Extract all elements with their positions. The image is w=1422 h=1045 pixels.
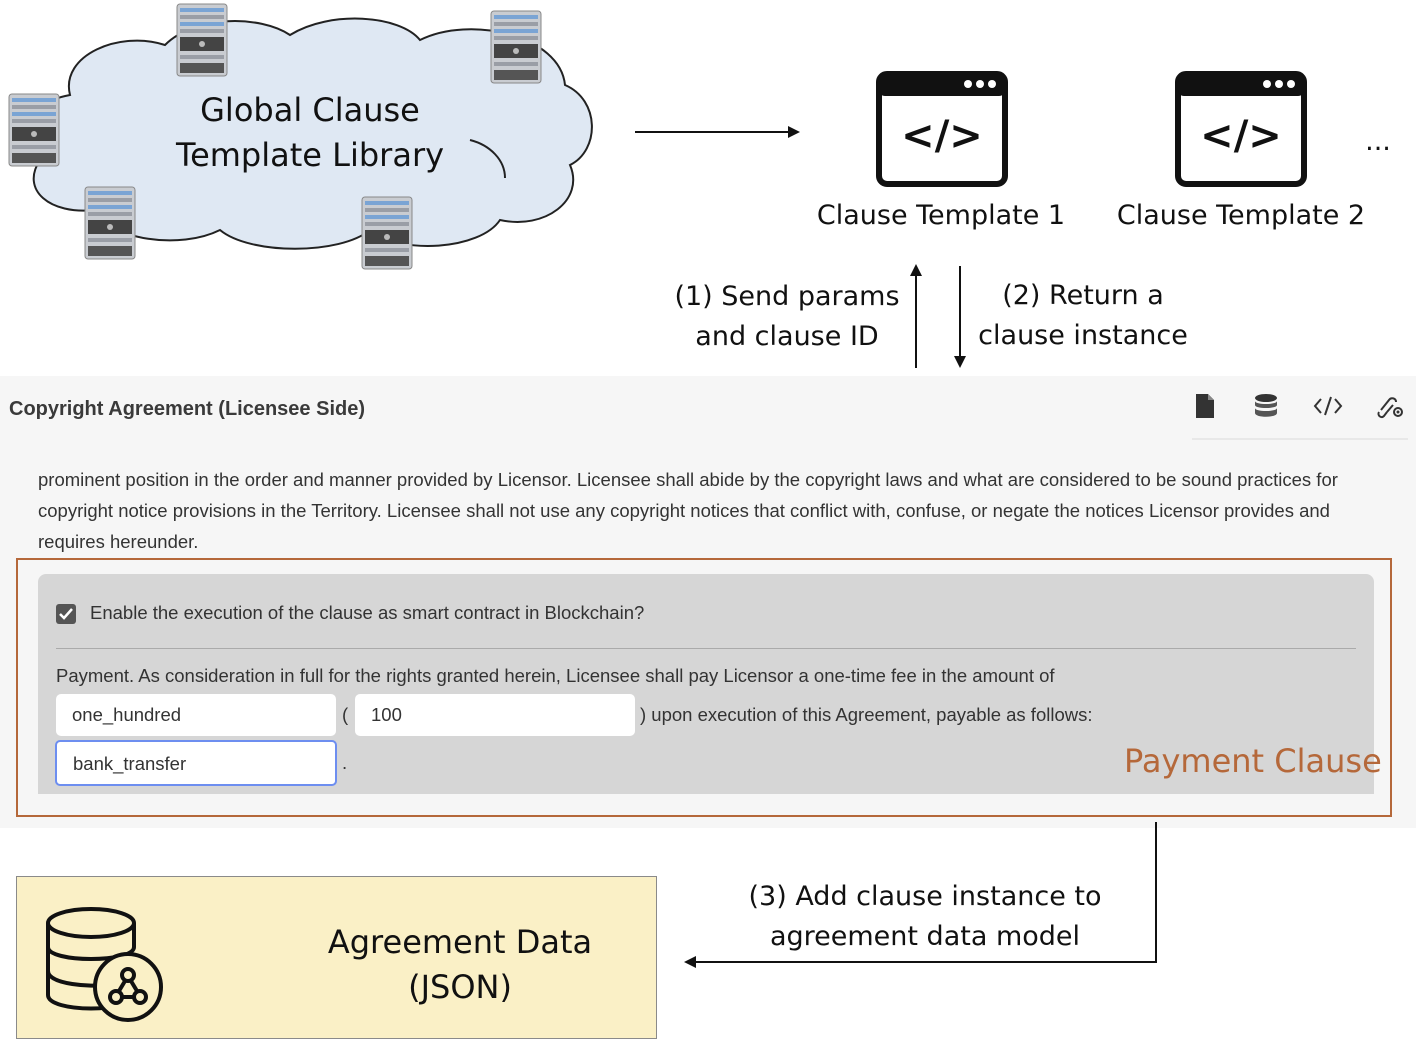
end-period: . — [342, 752, 348, 773]
agreement-body-text: prominent position in the order and mann… — [38, 469, 1338, 552]
template-label-1: Clause Template 1 — [816, 200, 1066, 231]
agreement-data-line2: (JSON) — [408, 968, 512, 1006]
after-amount-text: ) upon execution of this Agreement, paya… — [640, 704, 1093, 725]
payment-clause-label: Payment Clause — [1124, 742, 1382, 780]
more-indicator: ... — [1365, 126, 1391, 157]
cloud-title-line1: Global Clause — [200, 91, 420, 129]
agreement-data-line1: Agreement Data — [327, 923, 593, 961]
add-instance-label: (3) Add clause instance to agreement dat… — [740, 877, 1110, 957]
server-icon — [84, 186, 136, 260]
code-window-icon: </> — [1175, 71, 1307, 187]
return-instance-line2: clause instance — [978, 320, 1188, 351]
server-icon — [8, 93, 60, 167]
server-icon — [361, 196, 413, 270]
server-icon — [176, 3, 228, 77]
template-label-2: Clause Template 2 — [1116, 200, 1366, 231]
open-paren: ( — [342, 704, 349, 725]
document-icon[interactable] — [1187, 388, 1223, 424]
cloud-title: Global Clause Template Library — [160, 88, 460, 178]
add-instance-line2: agreement data model — [769, 921, 1081, 952]
add-instance-line1: (3) Add clause instance to — [748, 881, 1102, 912]
return-instance-label: (2) Return a clause instance — [970, 276, 1196, 356]
agreement-data-label: Agreement Data (JSON) — [290, 920, 630, 1010]
send-params-line1: (1) Send params — [674, 281, 900, 312]
toolbar-divider — [1192, 438, 1408, 440]
arrow-send-params — [910, 264, 922, 368]
clause-divider — [56, 648, 1356, 649]
amount-words-input[interactable]: one_hundred — [56, 694, 336, 736]
svg-text:</>: </> — [901, 113, 983, 159]
document-title: Copyright Agreement (Licensee Side) — [9, 398, 365, 420]
payment-clause-frame — [16, 558, 1392, 817]
arrow-return-instance — [954, 266, 966, 368]
cloud-title-line2: Template Library — [175, 136, 445, 174]
send-params-line2: and clause ID — [695, 321, 879, 352]
code-icon[interactable] — [1310, 388, 1346, 424]
arrow-library-to-template — [635, 126, 800, 138]
link-settings-icon[interactable] — [1372, 388, 1408, 424]
svg-text:</>: </> — [1200, 113, 1282, 159]
return-instance-line1: (2) Return a — [1002, 280, 1164, 311]
database-icon[interactable] — [1248, 388, 1284, 424]
amount-number-input[interactable]: 100 — [355, 694, 635, 736]
server-icon — [490, 10, 542, 84]
payment-method-input[interactable]: bank_transfer — [55, 740, 337, 786]
smart-contract-checkbox-label: Enable the execution of the clause as sm… — [90, 602, 645, 623]
database-network-icon — [46, 907, 163, 1022]
send-params-label: (1) Send params and clause ID — [660, 277, 914, 357]
arrow-add-instance — [684, 822, 1157, 968]
smart-contract-checkbox[interactable] — [56, 604, 76, 624]
payment-clause-text: Payment. As consideration in full for th… — [56, 665, 1055, 686]
code-window-icon: </> — [876, 71, 1008, 187]
